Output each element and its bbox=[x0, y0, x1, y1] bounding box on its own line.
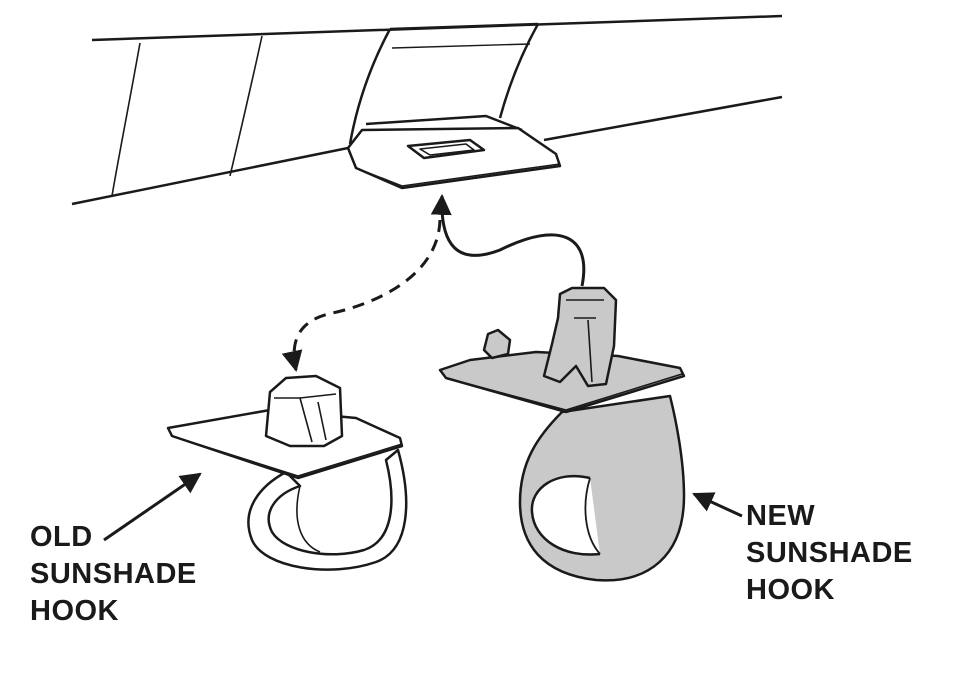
old-sunshade-hook bbox=[166, 374, 408, 571]
new-label-line-1: NEW bbox=[746, 500, 816, 532]
old-label-line-1: OLD bbox=[30, 521, 93, 553]
roof-headliner bbox=[71, 14, 783, 206]
new-label-line-2: SUNSHADE bbox=[746, 537, 913, 569]
mounting-bracket bbox=[346, 126, 562, 190]
new-sunshade-hook-label: NEW SUNSHADE HOOK bbox=[746, 498, 913, 609]
new-label-line-3: HOOK bbox=[746, 574, 835, 606]
install-arrows bbox=[281, 193, 586, 373]
callout-arrows bbox=[103, 472, 743, 542]
old-hook-leader bbox=[103, 472, 202, 542]
old-hook-removal-arrow bbox=[281, 219, 442, 373]
old-sunshade-hook-label: OLD SUNSHADE HOOK bbox=[30, 519, 197, 630]
new-hook-install-arrow bbox=[430, 193, 586, 287]
new-hook-leader bbox=[692, 492, 743, 518]
new-sunshade-hook bbox=[438, 286, 686, 582]
old-label-line-3: HOOK bbox=[30, 595, 119, 627]
old-label-line-2: SUNSHADE bbox=[30, 558, 197, 590]
